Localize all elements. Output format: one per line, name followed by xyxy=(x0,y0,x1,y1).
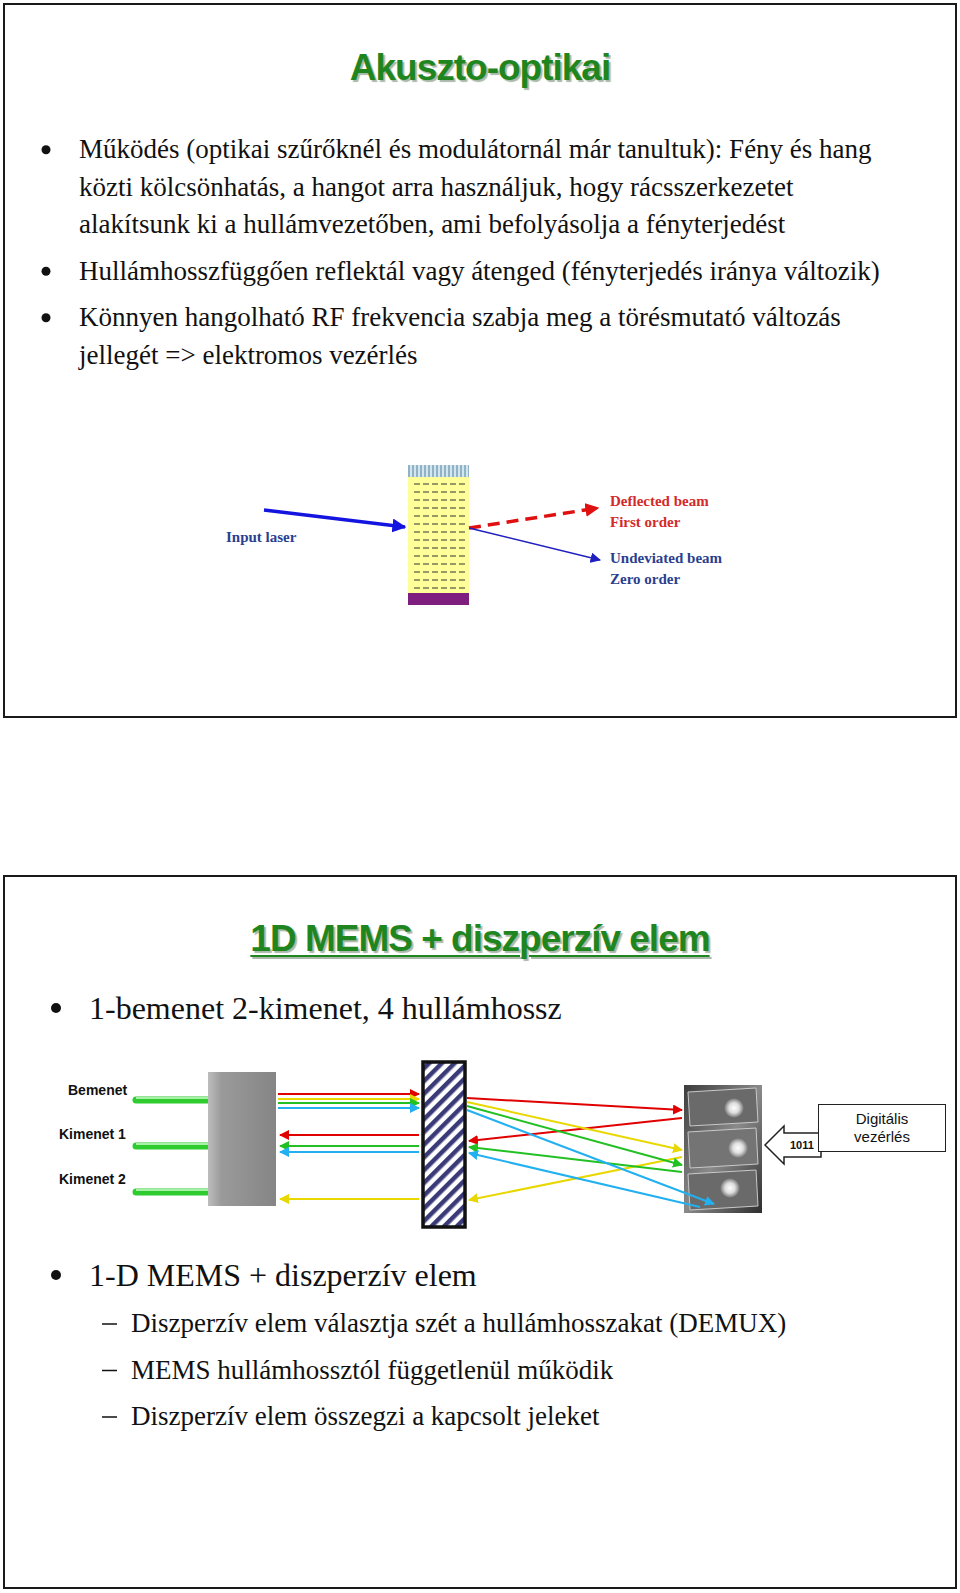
beam-yellow xyxy=(278,1098,419,1100)
beam-yellow xyxy=(467,1102,682,1150)
mirror-glow xyxy=(724,1098,744,1118)
beam-red xyxy=(469,1118,682,1141)
control-word-arrow: 1011 xyxy=(764,1125,822,1165)
fiber-highlight xyxy=(136,1189,210,1191)
beam-label: First order xyxy=(610,513,680,531)
mems-mirror xyxy=(688,1170,758,1210)
beam-green xyxy=(280,1145,419,1147)
bullet-dot xyxy=(51,1270,61,1280)
port-label: Bemenet xyxy=(68,1082,127,1099)
fiber-highlight xyxy=(136,1097,210,1099)
beam-green xyxy=(467,1106,682,1165)
deflected-beam xyxy=(469,508,598,528)
crystal-body xyxy=(408,477,469,593)
text-column: 1-bemenet 2-kimenet, 4 hullámhossz xyxy=(89,987,909,1029)
port-label: Kimenet 2 xyxy=(59,1171,126,1188)
mems-mirror xyxy=(688,1128,758,1168)
control-label: Digitális vezérlés xyxy=(832,1110,932,1146)
bullet-text: 1-D MEMS + diszperzív elem xyxy=(89,1254,909,1296)
beam-label: Zero order xyxy=(610,570,680,588)
bullet-dot xyxy=(42,267,51,276)
mirror-glow xyxy=(720,1178,740,1198)
arrow-shape xyxy=(765,1126,821,1164)
beam-label: Undeviated beam xyxy=(610,549,722,567)
output-fiber xyxy=(136,1143,210,1150)
bullet-dot xyxy=(51,1003,61,1013)
control-box: Digitális vezérlés xyxy=(818,1104,946,1152)
beam-red xyxy=(280,1134,419,1136)
bullet-dash xyxy=(102,1416,117,1418)
text-column: 1D MEMS + diszperzív elem xyxy=(5,917,955,961)
fiber-highlight xyxy=(136,1143,210,1145)
beam-red xyxy=(278,1093,419,1095)
beam-green xyxy=(278,1102,419,1104)
slide-frame: Akuszto-optikaiMűködés (optikai szűrőkné… xyxy=(3,3,957,718)
acoustic-wavefronts xyxy=(411,480,467,590)
bullet-text: Működés (optikai szűrőknél és modulátorn… xyxy=(79,131,911,244)
beam-cyan xyxy=(467,1110,714,1204)
input-beam xyxy=(264,510,405,527)
bullet-dash xyxy=(102,1370,117,1372)
absorber-base xyxy=(408,593,469,605)
text-column: Működés (optikai szűrőknél és modulátorn… xyxy=(79,131,911,383)
slide-title: Akuszto-optikai xyxy=(5,46,955,90)
port-label: Kimenet 1 xyxy=(59,1126,126,1143)
bullet-text: 1-bemenet 2-kimenet, 4 hullámhossz xyxy=(89,987,909,1029)
beam-yellow xyxy=(280,1198,419,1200)
slide-title: 1D MEMS + diszperzív elem xyxy=(5,917,955,961)
bullet-text: Hullámhosszfüggően reflektál vagy átenge… xyxy=(79,253,911,291)
undeviated-beam xyxy=(469,528,600,560)
text-column: Akuszto-optikai xyxy=(5,46,955,90)
mirror-glow xyxy=(728,1138,748,1158)
transducer-stripe xyxy=(408,465,469,477)
mems-array xyxy=(684,1085,762,1213)
bullet-text: Könnyen hangolható RF frekvencia szabja … xyxy=(79,299,911,374)
input-fiber xyxy=(136,1097,210,1104)
bullet-dash xyxy=(102,1323,117,1325)
output-fiber xyxy=(136,1189,210,1196)
bullet-dot xyxy=(42,313,51,322)
control-word: 1011 xyxy=(790,1138,814,1152)
beam-label: Input laser xyxy=(226,528,296,546)
beam-cyan xyxy=(469,1153,700,1207)
grating xyxy=(423,1062,465,1227)
text-column: 1-D MEMS + diszperzív elemDiszperzív ele… xyxy=(89,1254,909,1436)
mems-mirror xyxy=(688,1088,758,1126)
slide-frame: 1D MEMS + diszperzív elem 1-bemenet 2-kim… xyxy=(3,875,957,1589)
sub-bullet-text: MEMS hullámhossztól függetlenül működik xyxy=(131,1352,909,1390)
beam-cyan xyxy=(278,1107,419,1109)
bullet-dot xyxy=(42,145,51,154)
collimator-block xyxy=(208,1072,276,1206)
beam-cyan xyxy=(280,1151,419,1153)
sub-bullet-text: Diszperzív elem választja szét a hullámh… xyxy=(131,1305,909,1343)
sub-bullet-text: Diszperzív elem összegzi a kapcsolt jele… xyxy=(131,1398,909,1436)
beam-label: Deflected beam xyxy=(610,492,709,510)
